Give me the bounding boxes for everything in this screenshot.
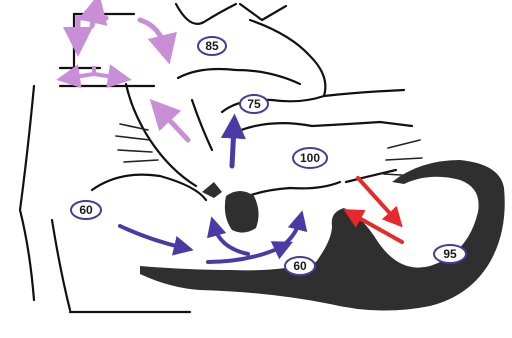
pulmonary-vein-line-3 — [118, 150, 152, 152]
saturation-badge-right-atrium: 60 — [71, 201, 101, 219]
arrow-subclavian-right — [94, 74, 120, 78]
arrow-ra-to-rv — [120, 226, 184, 248]
carotid-wall-center — [176, 4, 236, 24]
aortic-arch-outer — [250, 20, 325, 96]
saturation-value-right-atrium: 60 — [79, 203, 93, 217]
right-atrium-outer-wall — [20, 86, 34, 300]
saturation-value-aorta-top: 85 — [205, 39, 219, 53]
arrow-pulmonary-up — [232, 126, 234, 166]
arrow-arch-down — [140, 20, 166, 50]
arrow-lv-outflow — [280, 220, 300, 248]
pulmonary-vein-line-5 — [388, 140, 420, 148]
aorta-right-wall — [192, 100, 212, 150]
pulmonary-trunk-top — [222, 96, 324, 112]
left-ventricle-wall — [140, 160, 505, 311]
saturation-badge-right-ventricle: 60 — [285, 257, 315, 275]
left-atrium-right-wall — [346, 170, 396, 182]
saturation-badge-pulmonary-veins: 95 — [434, 245, 466, 263]
pulmonary-vein-line-2 — [116, 136, 150, 140]
pulmonary-trunk-bottom — [236, 123, 312, 132]
saturation-value-pulmonary-artery: 75 — [247, 97, 261, 111]
pulmonary-vein-line-1 — [120, 124, 148, 130]
right-atrium-top-wall — [92, 175, 206, 200]
pulmonary-valve — [202, 182, 222, 198]
pulmonary-vein-line-4 — [124, 160, 158, 162]
saturation-badge-pulmonary-artery: 75 — [240, 95, 268, 113]
arrow-neck-up — [92, 8, 96, 26]
deoxygenated-flow-arrows — [68, 8, 188, 140]
saturation-badge-aorta-top: 85 — [198, 37, 226, 55]
inferior-vena-cava-wall — [52, 220, 70, 310]
arrow-aorta-up-left — [160, 110, 188, 140]
arrow-pv-into-la — [358, 178, 396, 220]
pulmonary-vein-line-6 — [386, 158, 422, 160]
saturation-badge-left-atrium: 100 — [293, 148, 327, 168]
saturation-value-left-atrium: 100 — [300, 151, 320, 165]
heart-muscle — [140, 160, 505, 311]
pulmonary-artery-right-branch — [312, 122, 412, 126]
arrow-subclavian-left — [68, 74, 94, 78]
interventricular-septum — [225, 191, 259, 233]
aortic-arch-inner — [178, 69, 300, 84]
saturation-value-pulmonary-veins: 95 — [443, 247, 457, 261]
saturation-value-right-ventricle: 60 — [293, 259, 307, 273]
carotid-wall-right — [240, 4, 286, 20]
pulmonary-artery-right-top — [324, 90, 404, 96]
